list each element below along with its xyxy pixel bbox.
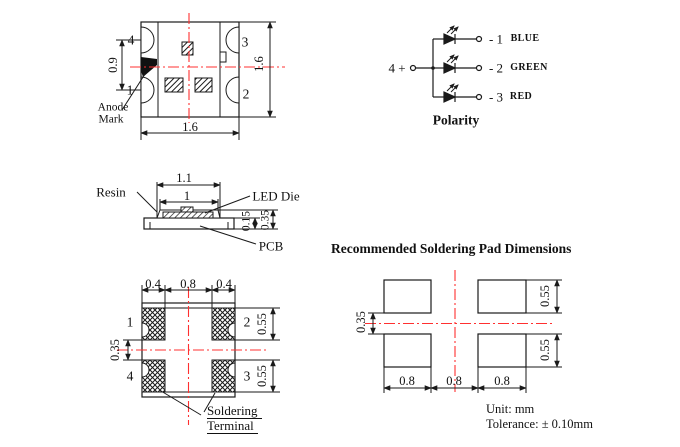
soldering-terminal-label-line1: Soldering — [207, 404, 262, 419]
dim-height-1-6: 1.6 — [251, 56, 266, 72]
polarity-blue-label: BLUE — [510, 33, 540, 44]
dim-pitch-0-9: 0.9 — [105, 57, 120, 73]
pad-dim-0-8-center: 0.8 — [446, 373, 462, 388]
bottom-view-pin-4: 4 — [126, 368, 134, 384]
anode-mark-label-line2: Mark — [98, 113, 124, 126]
dim-pad-width-0-4-right: 0.4 — [216, 276, 232, 291]
bottom-view-dimension-lines — [123, 285, 280, 416]
top-view-pin-2: 2 — [242, 86, 250, 102]
polarity-circuit — [409, 25, 483, 103]
dim-width-1-6: 1.6 — [182, 119, 198, 134]
dim-resin-top-1: 1 — [183, 188, 191, 203]
pcb-label: PCB — [258, 238, 284, 254]
top-view-pin-4: 4 — [127, 32, 135, 48]
bottom-view-pin-2: 2 — [243, 314, 251, 330]
dim-gap-0-35: 0.35 — [107, 339, 122, 361]
pad-dim-0-8-left: 0.8 — [399, 373, 415, 388]
side-view-drawing — [136, 182, 278, 245]
pad-layout-drawing — [365, 270, 562, 393]
led-die-label: LED Die — [252, 188, 300, 204]
tolerance-note: Tolerance: ± 0.10mm — [486, 417, 593, 431]
package-outline — [140, 21, 240, 118]
pad-layout-title: Recommended Soldering Pad Dimensions — [331, 241, 572, 256]
polarity-green-label: GREEN — [510, 62, 548, 73]
top-view-dimension-lines — [116, 21, 276, 140]
dim-pad-width-0-4-left: 0.4 — [145, 276, 161, 291]
side-view-dimension-lines — [136, 182, 278, 245]
unit-note: Unit: mm — [486, 402, 535, 416]
centerlines — [365, 270, 555, 392]
top-view-pin-1: 1 — [126, 82, 134, 98]
dim-resin-base-1-1: 1.1 — [176, 170, 192, 185]
polarity-red-label: RED — [509, 91, 533, 102]
dim-center-0-8: 0.8 — [180, 276, 196, 291]
top-view-pin-3: 3 — [241, 34, 249, 50]
pcb-body — [143, 217, 235, 230]
pad-dim-0-8-right: 0.8 — [494, 373, 510, 388]
led-die-chip — [180, 206, 194, 213]
centerlines — [117, 287, 267, 425]
resin-label: Resin — [96, 184, 126, 200]
dim-pad-height-top-0-55: 0.55 — [254, 313, 269, 335]
polarity-pin2-label: - 2 — [488, 60, 504, 76]
dim-pcb-thickness-0-15: 0.15 — [240, 210, 253, 232]
soldering-terminal-label-line2: Terminal — [207, 419, 258, 434]
solder-pads — [383, 279, 527, 368]
pad-dim-0-55-bottom: 0.55 — [537, 339, 552, 361]
centerlines — [130, 13, 285, 123]
castellation-notches — [140, 26, 240, 104]
polarity-pin1-label: - 1 — [488, 31, 504, 47]
resin-body — [156, 206, 221, 219]
polarity-pin3-label: - 3 — [488, 89, 504, 105]
dim-pad-height-bottom-0-55: 0.55 — [254, 365, 269, 387]
dim-total-height-0-35: 0.35 — [259, 209, 272, 231]
soldering-terminal-pads — [141, 307, 236, 393]
top-view-drawing — [116, 13, 285, 140]
bottom-view-pin-3: 3 — [243, 368, 251, 384]
polarity-common-anode-label: 4 + — [388, 60, 406, 76]
polarity-drawing — [409, 25, 483, 103]
anode-mark-label-line1: Anode — [97, 101, 129, 114]
pad-dim-0-55-top: 0.55 — [537, 285, 552, 307]
polarity-title: Polarity — [432, 112, 480, 128]
pad-layout-dimension-lines — [368, 279, 562, 393]
pad-dim-0-35: 0.35 — [353, 311, 368, 333]
bottom-view-drawing — [117, 285, 280, 425]
bottom-view-pin-1: 1 — [126, 314, 134, 330]
led-dies — [164, 41, 213, 93]
